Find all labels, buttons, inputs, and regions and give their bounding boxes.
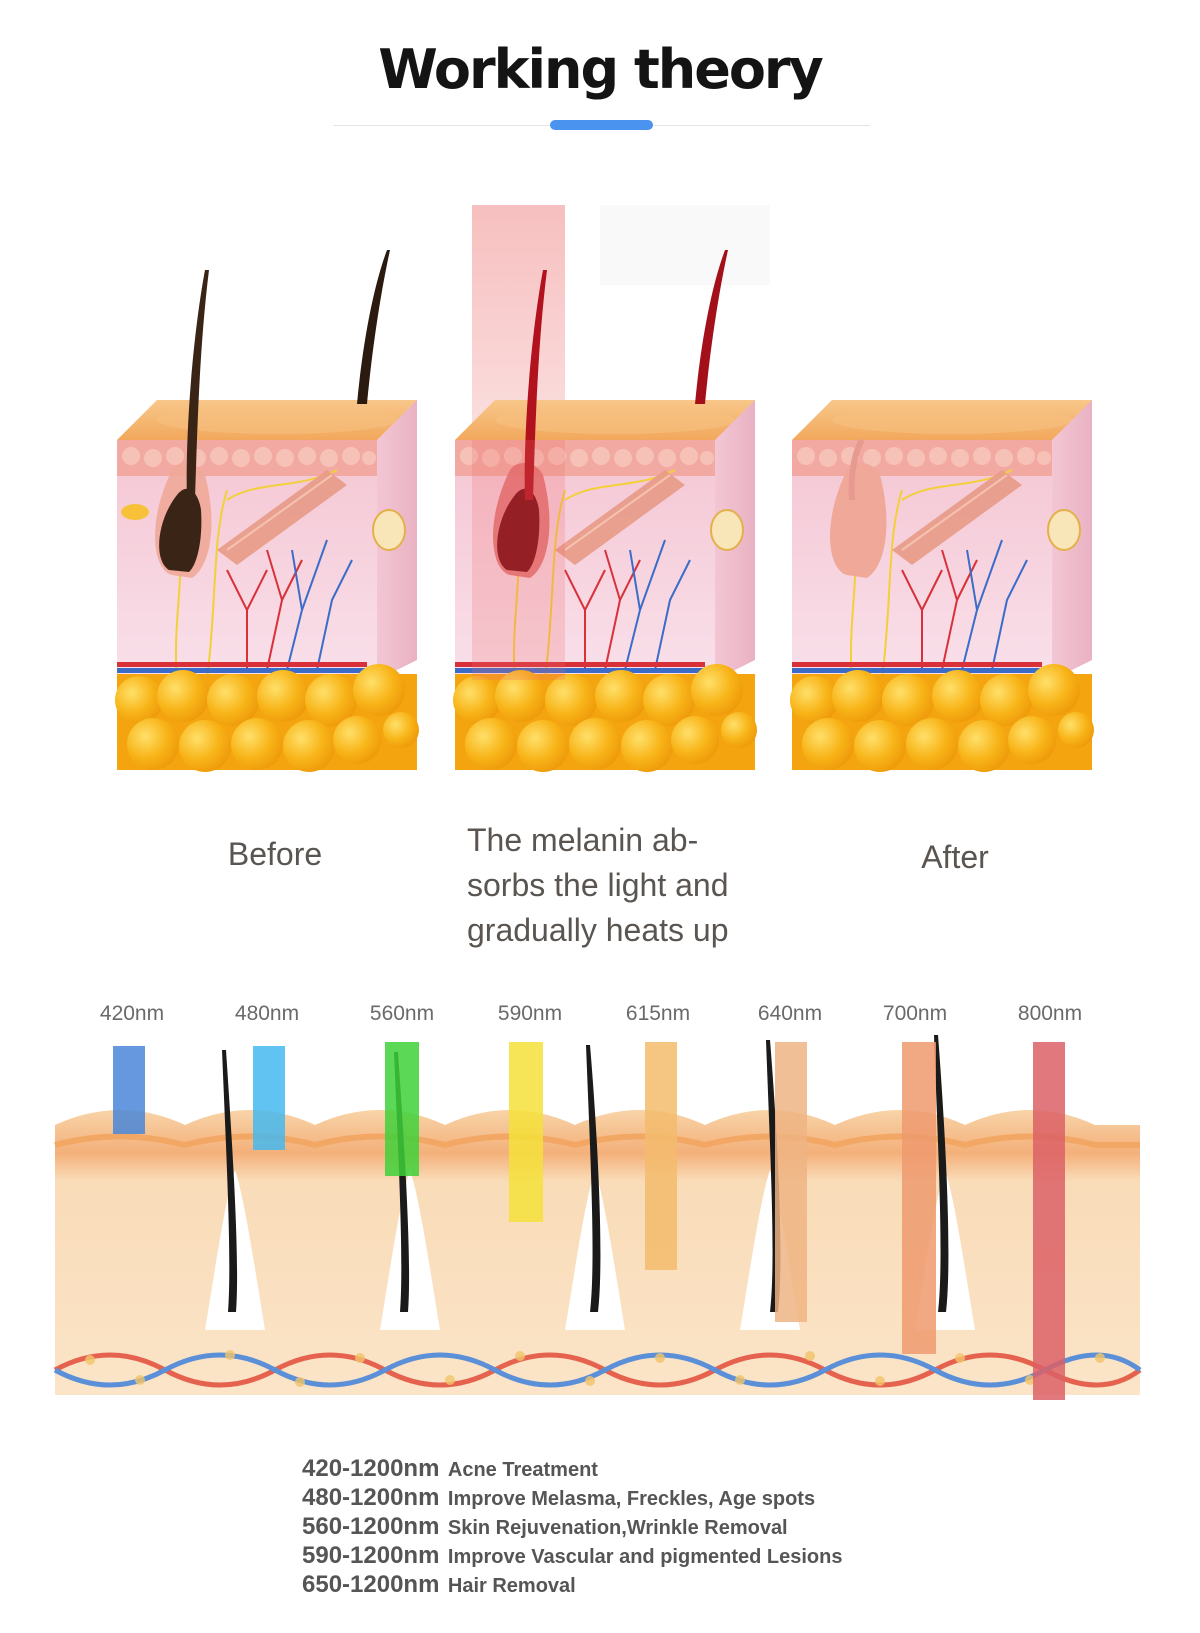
hair-shaft-dark xyxy=(186,270,209,500)
caption-heating-line-1: The melanin ab- xyxy=(467,822,699,858)
application-legend: 420-1200nm Acne Treatment 480-1200nm Imp… xyxy=(302,1454,1002,1599)
wavelength-bars xyxy=(113,1042,1065,1400)
wavelength-label-560: 560nm xyxy=(369,1002,435,1025)
legend-range: 420-1200nm xyxy=(302,1455,440,1482)
page-title: Working theory xyxy=(378,38,824,101)
caption-heating-line-2: sorbs the light and xyxy=(467,867,729,903)
legend-description: Improve Vascular and pigmented Lesions xyxy=(447,1546,843,1568)
legend-row: 420-1200nm Acne Treatment xyxy=(302,1454,1002,1483)
wavelength-label-615: 615nm xyxy=(625,1002,691,1025)
caption-before: Before xyxy=(227,836,323,872)
legend-row: 590-1200nm Improve Vascular and pigmente… xyxy=(302,1541,1002,1570)
legend-row: 650-1200nm Hair Removal xyxy=(302,1570,1002,1599)
legend-description: Skin Rejuvenation,Wrinkle Removal xyxy=(447,1517,788,1539)
wavelength-bar-480nm xyxy=(253,1046,285,1150)
legend-row: 480-1200nm Improve Melasma, Freckles, Ag… xyxy=(302,1483,1002,1512)
wavelength-label-800: 800nm xyxy=(1017,1002,1083,1025)
caption-heating-line-3: gradually heats up xyxy=(467,912,729,948)
wavelength-bar-420nm xyxy=(113,1046,145,1134)
legend-description: Improve Melasma, Freckles, Age spots xyxy=(447,1488,816,1510)
empty-follicle xyxy=(830,463,887,578)
wavelength-label-420: 420nm xyxy=(99,1002,165,1025)
wavelength-bar-560nm xyxy=(385,1042,419,1176)
skin-block-after xyxy=(789,399,1095,773)
skin-block-heating xyxy=(452,250,758,773)
wavelength-label-480: 480nm xyxy=(234,1002,300,1025)
legend-range: 480-1200nm xyxy=(302,1484,440,1511)
wavelength-bar-615nm xyxy=(645,1042,677,1270)
legend-range: 650-1200nm xyxy=(302,1571,440,1598)
legend-description: Hair Removal xyxy=(447,1575,576,1597)
caption-after: After xyxy=(921,839,989,875)
title-accent-bar xyxy=(550,120,653,130)
legend-range: 590-1200nm xyxy=(302,1542,440,1569)
hair-follicle-dark xyxy=(159,488,202,572)
wavelength-bar-590nm xyxy=(509,1042,543,1222)
skin-block-before xyxy=(114,250,420,773)
wavelength-bar-640nm xyxy=(775,1042,807,1322)
legend-description: Acne Treatment xyxy=(447,1459,598,1481)
wavelength-label-700: 700nm xyxy=(882,1002,948,1025)
legend-range: 560-1200nm xyxy=(302,1513,440,1540)
wavelength-label-640: 640nm xyxy=(757,1002,823,1025)
hair-shaft-heated xyxy=(524,270,547,500)
legend-row: 560-1200nm Skin Rejuvenation,Wrinkle Rem… xyxy=(302,1512,1002,1541)
wavelength-bar-700nm xyxy=(902,1042,936,1354)
hair-follicle-heated xyxy=(497,488,540,572)
caption-heating: The melanin ab- sorbs the light and grad… xyxy=(467,818,777,953)
wavelength-label-590: 590nm xyxy=(497,1002,563,1025)
wavelength-bar-800nm xyxy=(1033,1042,1065,1400)
